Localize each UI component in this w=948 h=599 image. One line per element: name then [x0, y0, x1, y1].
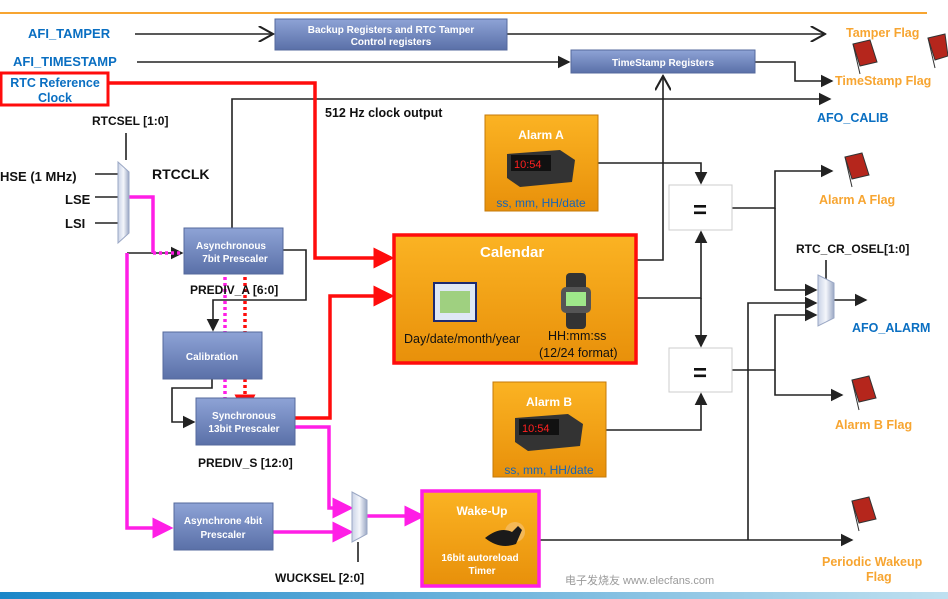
- afi-tamper-label: AFI_TAMPER: [28, 26, 111, 41]
- hse-label: HSE (1 MHz): [0, 169, 77, 184]
- svg-text:Wake-Up: Wake-Up: [457, 504, 508, 518]
- wakeup-flag-label-1: Periodic Wakeup: [822, 555, 923, 569]
- svg-text:Synchronous: Synchronous: [212, 411, 276, 422]
- calendar-block: Calendar Day/date/month/year HH:mm:ss (1…: [392, 233, 638, 365]
- tamper-flag-icon: [852, 39, 878, 75]
- sync-13bit-prescaler-block: Synchronous 13bit Prescaler: [195, 397, 296, 446]
- svg-text:Alarm B: Alarm B: [526, 395, 572, 409]
- timestamp-flag-label: TimeStamp Flag: [835, 74, 931, 88]
- watch-icon: [561, 273, 591, 329]
- svg-text:13bit Prescaler: 13bit Prescaler: [208, 424, 279, 435]
- flag-icons: [844, 33, 948, 532]
- alarm-clock-icon: 10:54: [507, 150, 575, 187]
- alarm-a-flag-icon: [844, 152, 870, 188]
- svg-text:16bit autoreload: 16bit autoreload: [441, 553, 518, 564]
- svg-text:Alarm A: Alarm A: [518, 128, 564, 142]
- svg-text:TimeStamp Registers: TimeStamp Registers: [612, 58, 715, 69]
- rtcclk-label: RTCCLK: [152, 166, 210, 182]
- svg-text:=: =: [693, 360, 707, 387]
- svg-text:Backup Registers and RTC Tampe: Backup Registers and RTC Tamper: [308, 25, 475, 36]
- afo-alarm-label: AFO_ALARM: [852, 321, 930, 335]
- svg-text:HH:mm:ss: HH:mm:ss: [548, 329, 606, 343]
- prediv-s-label: PREDIV_S [12:0]: [198, 456, 293, 470]
- svg-text:Asynchrone 4bit: Asynchrone 4bit: [184, 516, 263, 527]
- svg-text:Asynchronous: Asynchronous: [196, 241, 266, 252]
- svg-text:Timer: Timer: [468, 566, 495, 577]
- alarm-b-flag-icon: [851, 375, 877, 411]
- svg-text:ss, mm, HH/date: ss, mm, HH/date: [496, 196, 586, 210]
- svg-text:Calibration: Calibration: [186, 352, 238, 363]
- timestamp-registers-block: TimeStamp Registers: [570, 49, 756, 74]
- osel-mux: [817, 274, 835, 327]
- rtcsel-label: RTCSEL [1:0]: [92, 114, 168, 128]
- alarm-a-comparator: =: [668, 184, 733, 231]
- alarm-a-flag-label: Alarm A Flag: [819, 193, 895, 207]
- svg-text:Calendar: Calendar: [480, 244, 544, 261]
- async-7bit-prescaler-block: Asynchronous 7bit Prescaler: [183, 227, 284, 275]
- async-4bit-prescaler-block: Asynchrone 4bit Prescaler: [173, 502, 274, 551]
- lse-label: LSE: [65, 192, 91, 207]
- alarm-clock-icon: 10:54: [515, 414, 583, 451]
- wakeup-flag-label-2: Flag: [866, 570, 892, 584]
- alarm-a-block: Alarm A 10:54 ss, mm, HH/date: [484, 114, 599, 212]
- timestamp-flag-icon: [927, 33, 948, 69]
- svg-text:10:54: 10:54: [514, 159, 542, 171]
- svg-text:Prescaler: Prescaler: [200, 530, 245, 541]
- svg-text:ss, mm, HH/date: ss, mm, HH/date: [504, 463, 594, 477]
- rtc-reference-clock-label-1: RTC Reference: [10, 76, 100, 90]
- afo-calib-label: AFO_CALIB: [817, 111, 889, 125]
- svg-text:7bit Prescaler: 7bit Prescaler: [202, 254, 268, 265]
- alarm-b-block: Alarm B 10:54 ss, mm, HH/date: [492, 381, 607, 478]
- rtc-reference-clock-box: [0, 71, 110, 107]
- afi-timestamp-label: AFI_TIMESTAMP: [13, 54, 117, 69]
- rooster-icon: [485, 522, 525, 546]
- alarm-b-comparator: =: [668, 347, 733, 393]
- rtc-reference-clock-label-2: Clock: [38, 91, 72, 105]
- svg-text:=: =: [693, 197, 707, 224]
- alarm-b-flag-label: Alarm B Flag: [835, 418, 912, 432]
- clock-512-label: 512 Hz clock output: [325, 106, 443, 120]
- prediv-a-label: PREDIV_A [6:0]: [190, 283, 278, 297]
- footer-bar: [0, 592, 948, 599]
- wucksel-label: WUCKSEL [2:0]: [275, 571, 364, 585]
- calendar-icon: [433, 282, 477, 322]
- rtcsel-mux: [117, 160, 130, 245]
- watermark: 电子发烧友 www.elecfans.com: [565, 573, 714, 587]
- wucksel-mux: [351, 491, 368, 543]
- wires: [95, 34, 868, 562]
- osel-label: RTC_CR_OSEL[1:0]: [796, 242, 909, 256]
- svg-text:Control registers: Control registers: [351, 37, 432, 48]
- tamper-flag-label: Tamper Flag: [846, 26, 919, 40]
- wakeup-flag-icon: [851, 496, 877, 532]
- backup-registers-block: Backup Registers and RTC Tamper Control …: [274, 18, 508, 51]
- wakeup-timer-block: Wake-Up 16bit autoreload Timer: [420, 489, 541, 588]
- svg-text:Day/date/month/year: Day/date/month/year: [404, 332, 520, 346]
- calibration-block: Calibration: [162, 331, 263, 380]
- lsi-label: LSI: [65, 216, 85, 231]
- svg-text:(12/24 format): (12/24 format): [539, 346, 618, 360]
- svg-text:10:54: 10:54: [522, 423, 550, 435]
